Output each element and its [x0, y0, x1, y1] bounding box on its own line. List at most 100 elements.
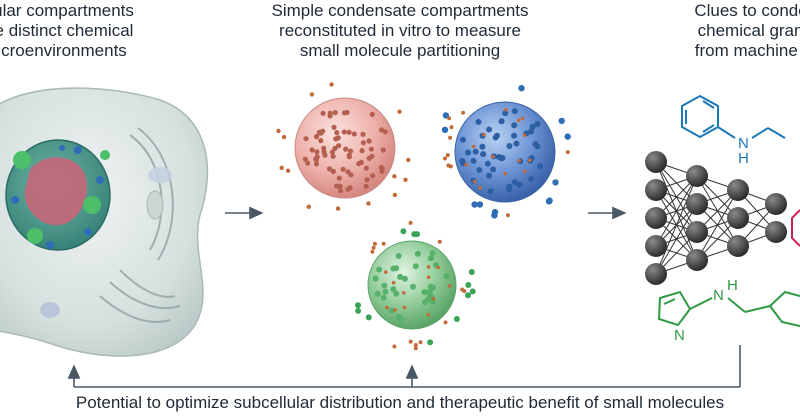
partitioned-molecule-dot: [516, 118, 521, 123]
network-edge: [655, 175, 698, 275]
free-molecule-dot: [371, 245, 376, 250]
partitioned-molecule-dot: [336, 175, 342, 181]
free-molecule-dot: [546, 197, 553, 204]
partitioned-molecule-dot: [487, 188, 494, 195]
partitioned-molecule-dot: [490, 166, 497, 173]
free-molecule-dot: [355, 302, 361, 309]
free-molecule-dot: [461, 110, 466, 115]
free-molecule-dot: [448, 135, 453, 140]
partitioned-molecule-dot: [337, 183, 343, 189]
pyrrole-n-label: N: [674, 327, 685, 344]
right-caption-line-3: from machine lea: [694, 41, 800, 60]
network-node: [645, 151, 667, 173]
partitioned-molecule-dot: [332, 145, 338, 151]
partitioned-molecule-dot: [436, 265, 441, 270]
partitioned-molecule-dot: [314, 149, 320, 155]
partitioned-molecule-dot: [341, 110, 347, 116]
partitioned-molecule-dot: [511, 108, 518, 115]
amine-h-label-2: H: [727, 277, 738, 294]
free-molecule-dot: [468, 269, 475, 275]
partitioned-molecule-dot: [511, 122, 518, 129]
partitioned-molecule-dot: [402, 305, 407, 310]
network-node: [727, 207, 749, 229]
blue-aniline-molecule: [681, 94, 786, 139]
amine-n-label-2: N: [713, 287, 724, 304]
free-molecule-dot: [449, 125, 454, 130]
partitioned-molecule-dot: [359, 148, 365, 154]
partitioned-molecule-dot: [372, 275, 379, 282]
partitioned-molecule-dot: [427, 288, 433, 295]
partitioned-molecule-dot: [336, 143, 342, 149]
partitioned-molecule-dot: [498, 118, 505, 125]
network-node: [765, 221, 787, 243]
free-molecule-dot: [392, 344, 397, 349]
partitioned-molecule-dot: [302, 156, 308, 162]
partitioned-molecule-dot: [356, 161, 362, 167]
free-molecule-dot: [335, 206, 341, 211]
partitioned-molecule-dot: [528, 158, 532, 162]
free-molecule-dot: [471, 201, 478, 208]
middle-caption-line-1: Simple condensate compartments: [271, 1, 529, 20]
partitioned-molecule-dot: [443, 273, 450, 280]
partitioned-molecule-dot: [370, 173, 376, 179]
partitioned-molecule-dot: [412, 263, 419, 270]
partitioned-molecule-dot: [513, 140, 520, 147]
partitioned-molecule-dot: [348, 148, 354, 154]
free-molecule-dot: [406, 157, 411, 163]
partitioned-molecule-dot: [479, 143, 486, 150]
partitioned-molecule-dot: [366, 138, 372, 144]
partitioned-molecule-dot: [345, 169, 351, 175]
feedback-loop: [67, 345, 741, 388]
free-molecule-dot: [414, 231, 421, 238]
partitioned-molecule-dot: [305, 160, 311, 166]
free-molecule-dot: [381, 241, 386, 246]
partitioned-molecule-dot: [331, 124, 337, 130]
partitioned-molecule-dot: [393, 290, 400, 297]
partitioned-molecule-dot: [486, 126, 493, 133]
partitioned-molecule-dot: [334, 130, 340, 136]
free-molecule-dot: [418, 340, 423, 345]
partitioned-molecule-dot: [327, 110, 333, 116]
free-molecule-dot: [476, 201, 484, 208]
network-node: [645, 235, 667, 257]
partitioned-molecule-dot: [431, 297, 436, 301]
free-molecule-dot: [558, 117, 565, 125]
free-molecule-dot: [392, 192, 398, 198]
free-molecule-dot: [366, 201, 371, 206]
partitioned-molecule-dot: [379, 127, 385, 133]
partitioned-molecule-dot: [503, 171, 508, 176]
free-molecule-dot: [413, 343, 418, 347]
partitioned-molecule-dot: [380, 147, 386, 153]
partitioned-molecule-dot: [426, 312, 431, 317]
partitioned-molecule-dot: [346, 129, 352, 135]
free-molecule-dot: [285, 168, 291, 173]
free-molecule-dot: [465, 282, 472, 288]
nucleolus: [24, 157, 88, 226]
endoplasmic-reticulum: [99, 127, 181, 323]
free-molecule-dot: [505, 213, 510, 218]
network-node: [686, 221, 708, 243]
partitioned-molecule-dot: [426, 275, 431, 280]
bottom-caption: Potential to optimize subcellular distri…: [75, 393, 725, 412]
partitioned-molecule-dot: [393, 308, 397, 312]
partitioned-molecule-dot: [480, 151, 487, 158]
network-edge: [655, 203, 698, 275]
partitioned-molecule-dot: [429, 250, 436, 257]
partitioned-molecule-dot: [360, 131, 366, 137]
free-molecule-dot: [443, 320, 448, 325]
amine-n-label-1: N: [738, 135, 749, 152]
network-node: [765, 193, 787, 215]
partitioned-molecule-dot: [504, 107, 508, 112]
network-node: [645, 263, 667, 285]
right-caption-line-2: chemical gramm: [697, 21, 800, 40]
partitioned-molecule-dot: [330, 153, 336, 159]
network-node: [727, 235, 749, 257]
partitioned-molecule-dot: [347, 185, 353, 191]
partitioned-molecule-dot: [368, 146, 374, 152]
partitioned-molecule-dot: [384, 270, 388, 274]
partitioned-molecule-dot: [391, 280, 396, 285]
red-condensate: [276, 82, 411, 211]
partitioned-molecule-dot: [401, 275, 408, 282]
partitioned-molecule-dot: [495, 154, 502, 160]
free-molecule-dot: [441, 126, 449, 133]
